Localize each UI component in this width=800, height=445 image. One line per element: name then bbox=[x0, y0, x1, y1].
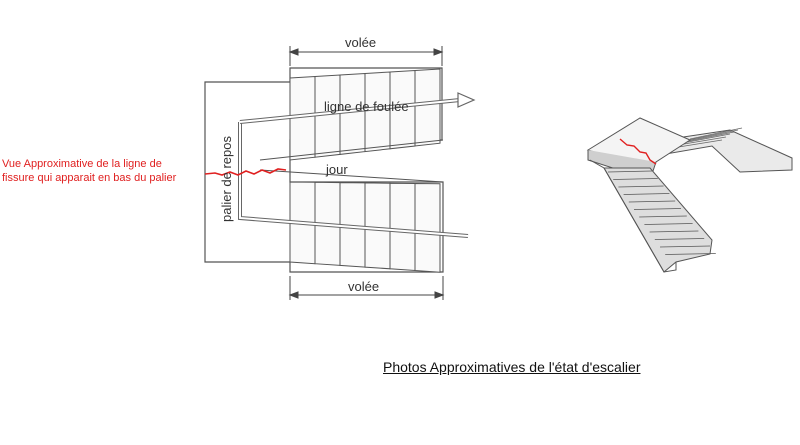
figure-caption: Photos Approximatives de l'état d'escali… bbox=[383, 359, 641, 375]
iso-step-edge bbox=[644, 223, 693, 225]
iso-step-edge bbox=[623, 193, 670, 195]
iso-side-wall bbox=[589, 159, 677, 273]
top-dimension bbox=[288, 46, 444, 66]
bottom-flight-label: volée bbox=[348, 279, 379, 294]
iso-step-edge bbox=[607, 170, 653, 173]
iso-step-edge bbox=[633, 208, 682, 210]
iso-step-edge bbox=[613, 178, 658, 180]
iso-step-edge bbox=[654, 238, 705, 240]
iso-step-edge bbox=[649, 230, 699, 233]
well-label: jour bbox=[325, 162, 348, 177]
top-flight-label: volée bbox=[345, 35, 376, 50]
iso-step-edge bbox=[618, 185, 664, 188]
iso-upper-steps bbox=[659, 127, 743, 151]
iso-step-edge bbox=[659, 245, 711, 248]
iso-step-edge bbox=[665, 253, 716, 255]
crack-line bbox=[204, 168, 287, 176]
stair-tread bbox=[414, 182, 441, 273]
iso-step-edge bbox=[628, 200, 676, 203]
crack-annotation: Vue Approximative de la ligne de fissure… bbox=[2, 157, 202, 185]
stair-tread bbox=[414, 68, 441, 147]
walking-line-top-inner bbox=[239, 99, 461, 123]
crack-annotation-line-2: fissure qui apparait en bas du palier bbox=[2, 172, 177, 184]
arrow-right-icon bbox=[457, 92, 476, 108]
iso-step-edge bbox=[639, 215, 687, 218]
landing-outline bbox=[204, 67, 444, 273]
well-outline bbox=[259, 139, 444, 183]
top-flight bbox=[289, 68, 441, 161]
landing-label: palier de repos bbox=[219, 136, 234, 222]
iso-crack-line bbox=[619, 138, 657, 165]
iso-lower-flight bbox=[603, 167, 713, 273]
walking-line-inner bbox=[239, 122, 469, 237]
crack-annotation-line-1: Vue Approximative de la ligne de bbox=[2, 158, 162, 170]
bottom-dimension bbox=[288, 276, 445, 300]
iso-lower-steps bbox=[607, 170, 716, 255]
walking-line-label: ligne de foulée bbox=[324, 99, 409, 114]
bottom-flight bbox=[289, 181, 441, 273]
